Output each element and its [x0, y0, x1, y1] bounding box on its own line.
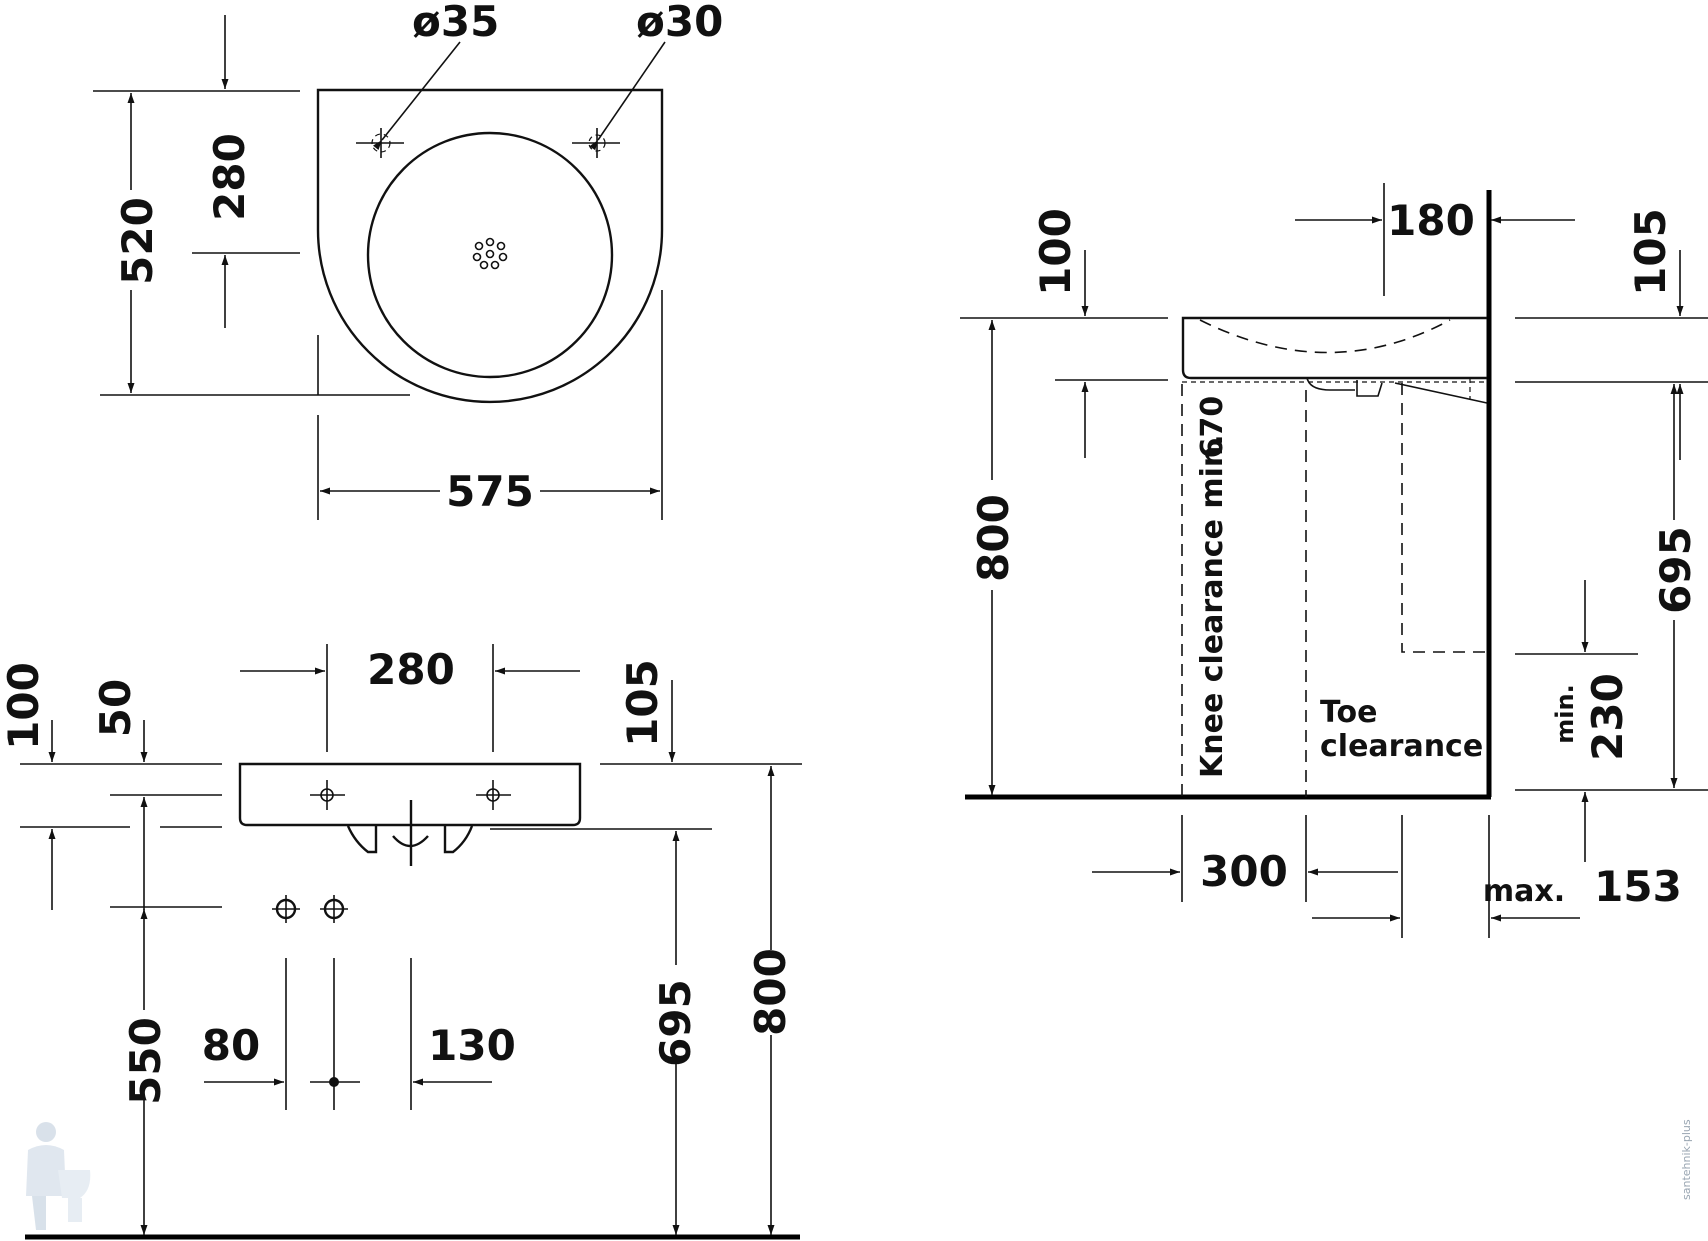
basin-front: [238, 762, 582, 827]
dim-hole-left: ø35: [412, 0, 499, 46]
max-label: max.: [1483, 874, 1565, 909]
dim-230: 230: [1583, 673, 1632, 761]
dim-top-right: 105: [618, 659, 667, 747]
dim-top-left: 100: [0, 662, 48, 750]
dim-130: 130: [428, 1021, 516, 1070]
supply-left-icon: [272, 895, 300, 923]
dim-670: 670: [1195, 396, 1230, 459]
basin-side: [1181, 316, 1487, 380]
dim-tap-spacing: 280: [367, 645, 455, 694]
dim-rim: 50: [91, 679, 140, 737]
dim-800-side: 800: [969, 494, 1018, 582]
dim-300: 300: [1200, 847, 1288, 896]
dim-180: 180: [1387, 196, 1475, 245]
tap-hole-right-icon: [572, 128, 620, 158]
dim-105-side: 105: [1626, 208, 1675, 296]
dim-width: 575: [446, 467, 534, 516]
dim-height: 520: [113, 197, 162, 285]
toe-clearance-label-2: clearance: [1320, 729, 1483, 764]
basin-outline: [316, 88, 664, 404]
min-label: min.: [1551, 684, 1579, 743]
front-view: 280 100 50 105 550 80 130 695 800: [0, 644, 802, 1240]
supply-right-icon: [320, 895, 348, 923]
plumber-logo-icon: [26, 1122, 91, 1230]
dim-center: 280: [205, 133, 254, 221]
side-view: 180 100 105 670 Knee clearance min. 800 …: [960, 183, 1708, 938]
dim-695-front: 695: [651, 979, 700, 1067]
dim-100-side: 100: [1031, 208, 1080, 296]
dim-695-side: 695: [1651, 526, 1700, 614]
dim-80: 80: [202, 1021, 260, 1070]
dim-hole-right: ø30: [636, 0, 723, 46]
drain-icon: [472, 237, 508, 270]
dim-supply: 550: [121, 1017, 170, 1105]
toe-clearance-label-1: Toe: [1320, 695, 1377, 730]
knee-clearance-label: Knee clearance min.: [1195, 434, 1230, 778]
watermark-text: santehnik-plus: [1680, 1119, 1693, 1200]
tap-hole-left-icon: [356, 128, 404, 158]
top-view: ø35 ø30 520 280 575: [93, 0, 723, 520]
dim-800-front: 800: [746, 948, 795, 1036]
dim-153: 153: [1594, 862, 1682, 911]
bowl-circle: [366, 131, 614, 379]
tap-front-right-icon: [476, 780, 511, 810]
tap-front-left-icon: [310, 780, 345, 810]
